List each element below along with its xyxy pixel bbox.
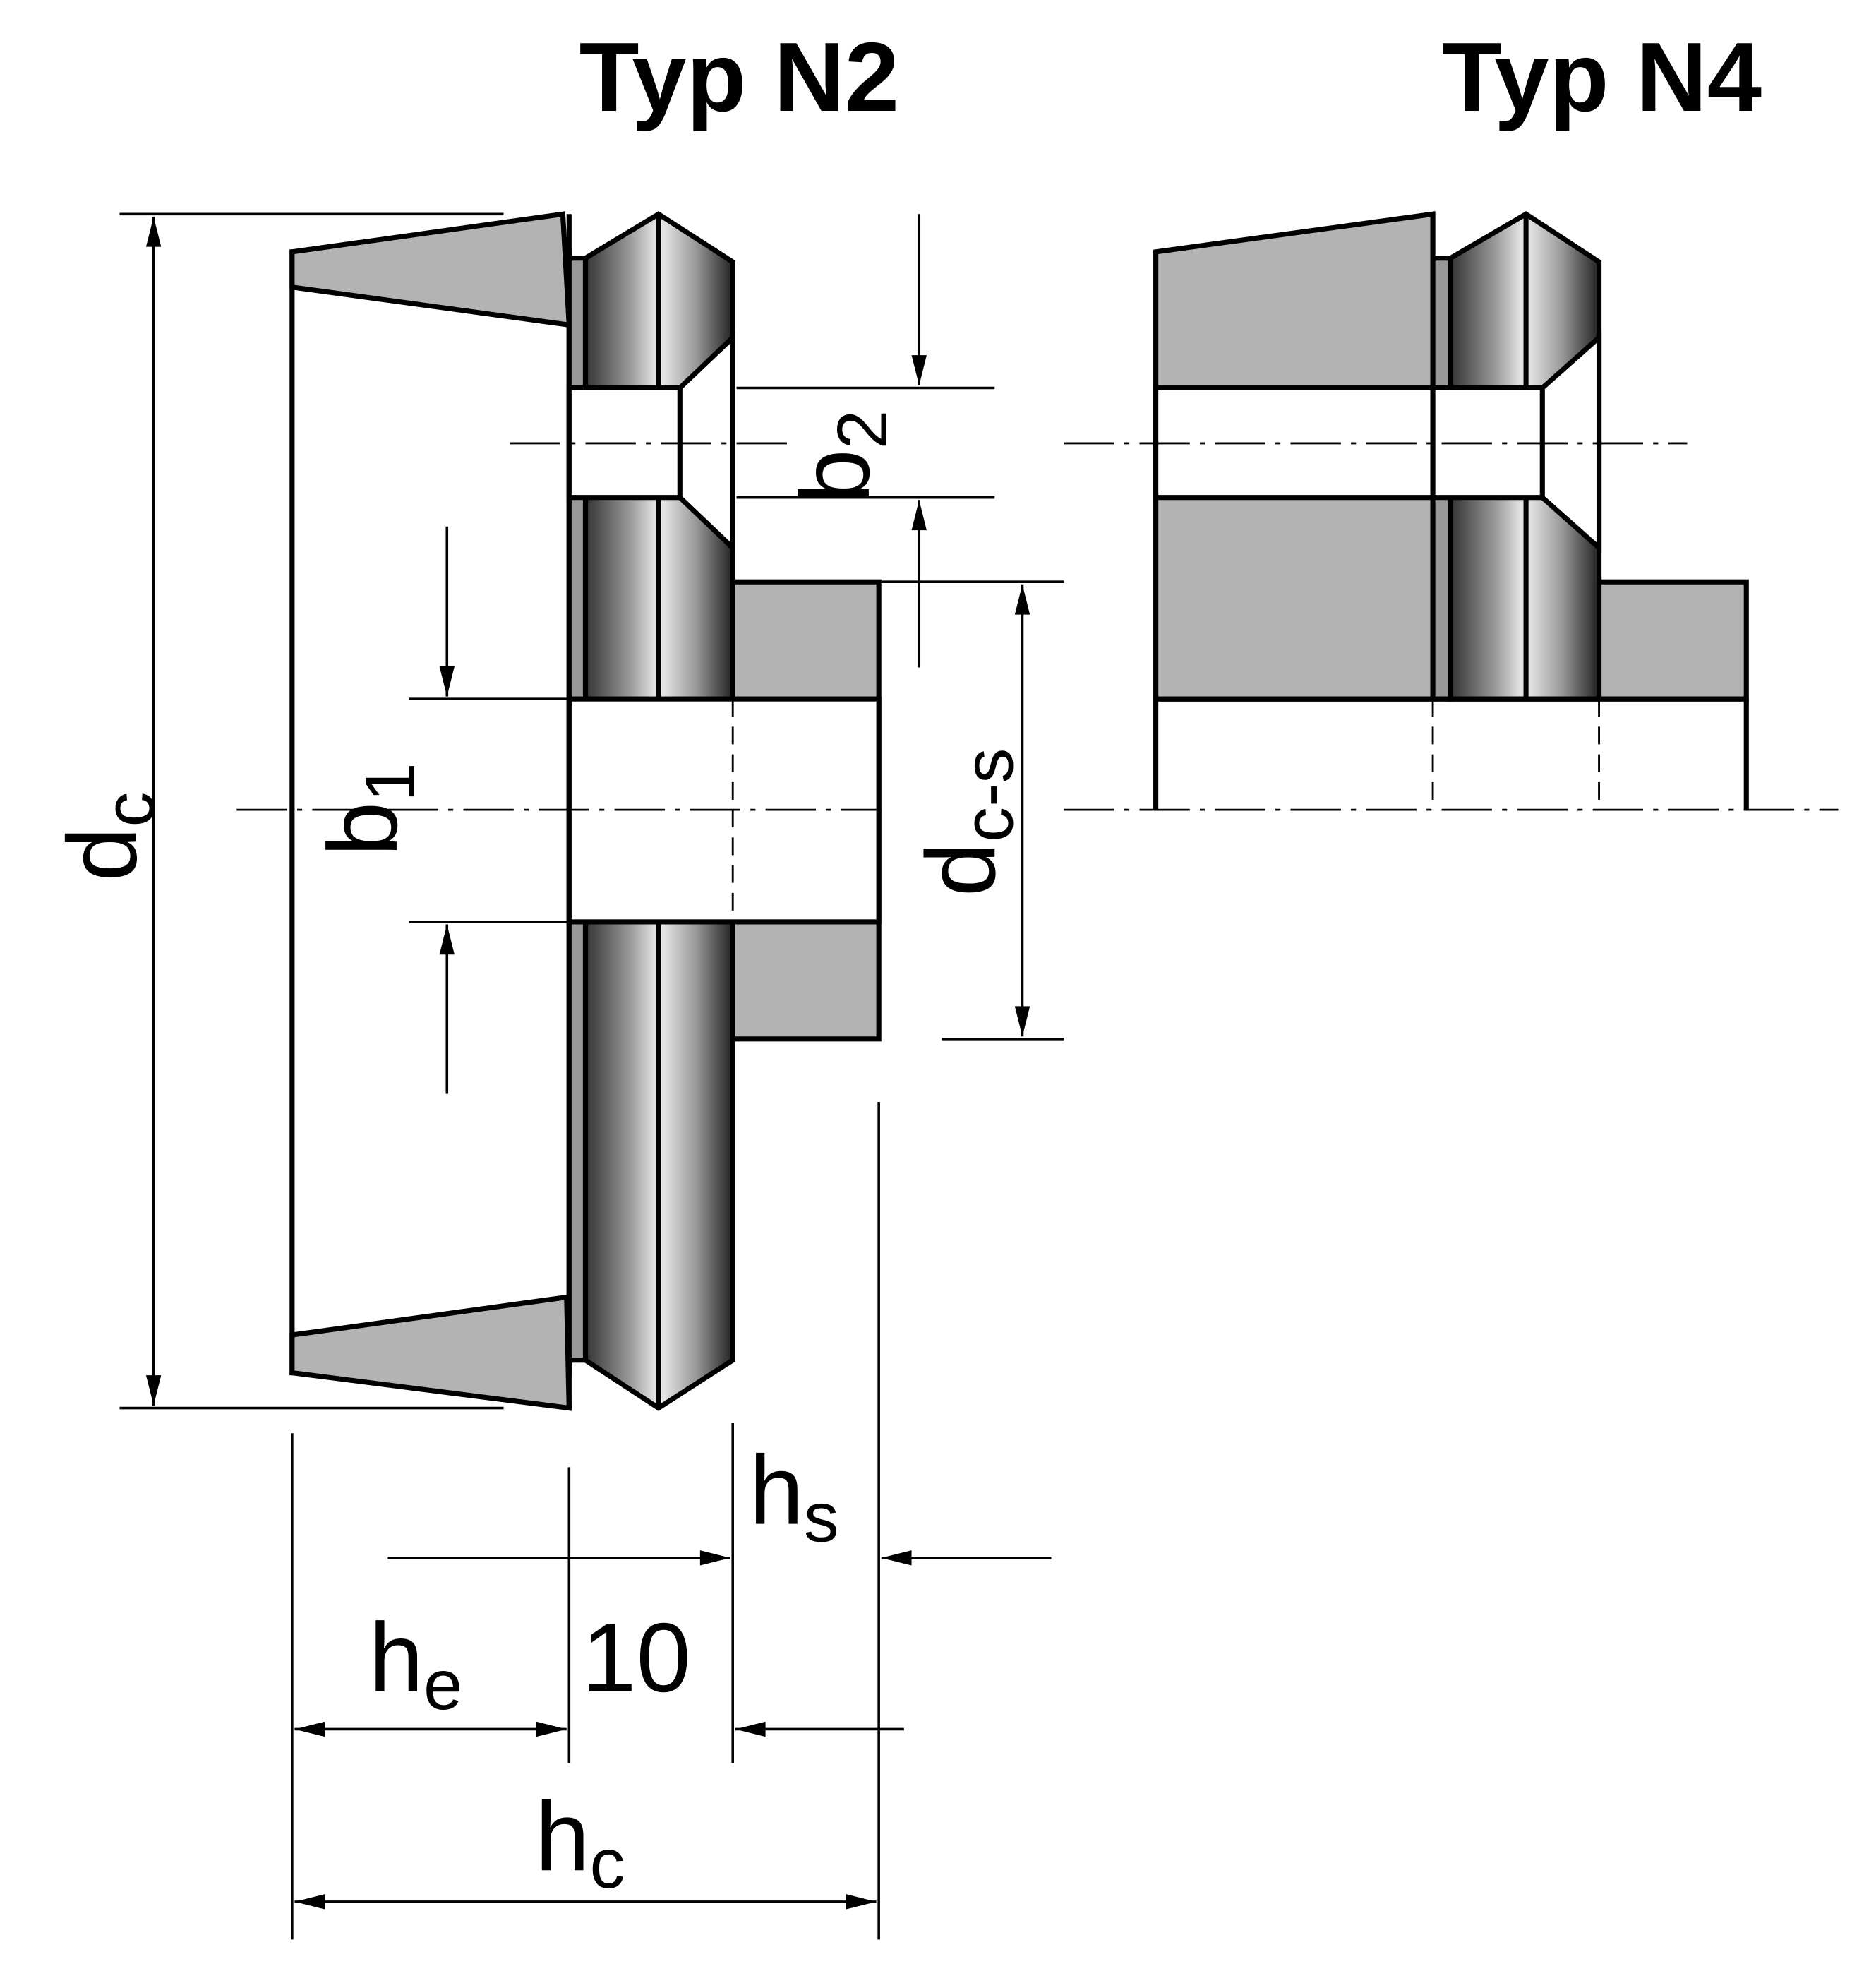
svg-text:dc-s: dc-s <box>906 748 1028 897</box>
label-dc: d <box>48 827 157 881</box>
label-he: h <box>369 1603 423 1713</box>
dimension-dc: dc <box>48 212 504 1410</box>
label-hc: h <box>535 1782 589 1891</box>
n2-cone-body <box>289 249 572 1376</box>
bottom-dimensions: hs he 10 hc <box>291 1102 1052 1940</box>
svg-text:dc: dc <box>48 791 169 881</box>
svg-text:b2: b2 <box>781 410 902 504</box>
dimension-b2: b2 <box>736 214 995 668</box>
dimension-b1: b1 <box>308 526 570 1094</box>
label-dcs: d <box>906 842 1016 897</box>
n4-hub <box>1596 579 1749 702</box>
title-typ-n4: Typ N4 <box>1442 23 1762 132</box>
label-b1: b <box>308 802 418 856</box>
label-b2: b <box>781 449 890 503</box>
title-typ-n2: Typ N2 <box>579 23 899 132</box>
svg-text:hs: hs <box>749 1436 838 1557</box>
dimension-dcs: dc-s <box>881 580 1064 1041</box>
svg-text:b1: b1 <box>308 762 430 856</box>
label-hs: h <box>749 1436 803 1545</box>
svg-text:hc: hc <box>535 1782 625 1903</box>
n4-view <box>1064 211 1839 811</box>
svg-text:he: he <box>369 1603 463 1725</box>
n2-view <box>236 211 882 1411</box>
label-10: 10 <box>582 1603 691 1713</box>
